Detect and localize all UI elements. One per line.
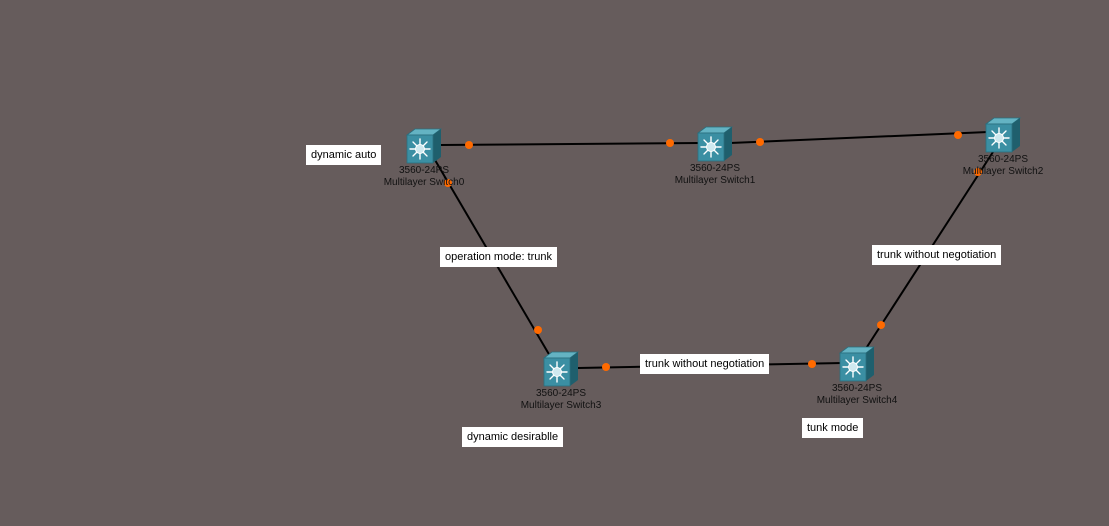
port-indicator bbox=[877, 321, 885, 329]
note-operation-mode-trunk[interactable]: operation mode: trunk bbox=[440, 247, 558, 267]
note-trunk-mode[interactable]: tunk mode bbox=[802, 418, 864, 438]
port-indicator bbox=[444, 179, 452, 187]
multilayer-switch-icon bbox=[542, 351, 580, 387]
link-sw1-sw2[interactable] bbox=[729, 131, 989, 144]
port-indicator bbox=[666, 139, 674, 147]
device-multilayer-switch1[interactable]: 3560-24PS Multilayer Switch1 bbox=[635, 125, 795, 187]
multilayer-switch-icon bbox=[405, 128, 443, 164]
multilayer-switch-icon bbox=[984, 117, 1022, 153]
device-multilayer-switch0[interactable]: 3560-24PS Multilayer Switch0 bbox=[344, 127, 504, 189]
device-multilayer-switch2[interactable]: 3560-24PS Multilayer Switch2 bbox=[923, 116, 1083, 178]
device-model: 3560-24PS bbox=[535, 388, 587, 399]
port-indicator bbox=[602, 363, 610, 371]
device-multilayer-switch4[interactable]: 3560-24PS Multilayer Switch4 bbox=[777, 345, 937, 407]
note-trunk-without-negotiation-sw2-sw4[interactable]: trunk without negotiation bbox=[872, 245, 1002, 265]
device-multilayer-switch3[interactable]: 3560-24PS Multilayer Switch3 bbox=[481, 350, 641, 412]
device-name: Multilayer Switch2 bbox=[962, 166, 1044, 177]
note-dynamic-desirable[interactable]: dynamic desirablle bbox=[462, 427, 564, 447]
port-indicator bbox=[954, 131, 962, 139]
device-name: Multilayer Switch0 bbox=[383, 177, 465, 188]
device-name: Multilayer Switch3 bbox=[520, 400, 602, 411]
multilayer-switch-icon bbox=[838, 346, 876, 382]
multilayer-switch-icon bbox=[696, 126, 734, 162]
port-indicator bbox=[534, 326, 542, 334]
device-model: 3560-24PS bbox=[831, 383, 883, 394]
note-trunk-without-negotiation-sw3-sw4[interactable]: trunk without negotiation bbox=[640, 354, 770, 374]
port-indicator bbox=[974, 168, 982, 176]
port-indicator bbox=[808, 360, 816, 368]
link-sw0-sw1[interactable] bbox=[439, 142, 701, 146]
port-indicator bbox=[465, 141, 473, 149]
port-indicator bbox=[756, 138, 764, 146]
device-model: 3560-24PS bbox=[977, 154, 1029, 165]
device-name: Multilayer Switch4 bbox=[816, 395, 898, 406]
device-model: 3560-24PS bbox=[689, 163, 741, 174]
device-model: 3560-24PS bbox=[398, 165, 450, 176]
note-dynamic-auto[interactable]: dynamic auto bbox=[306, 145, 382, 165]
device-name: Multilayer Switch1 bbox=[674, 175, 756, 186]
